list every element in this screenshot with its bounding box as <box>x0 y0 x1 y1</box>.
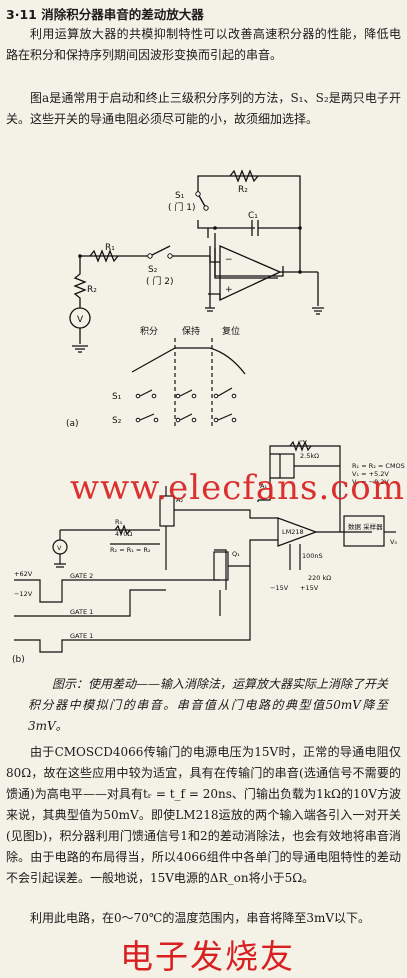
label-c1-value: 100nS <box>302 552 323 560</box>
label-220k: 220 kΩ <box>308 574 331 582</box>
top-feedback-wire <box>269 445 341 524</box>
section-heading: 3·11 消除积分器串音的差动放大器 <box>6 7 204 22</box>
figure-b: R₂ 2.5kΩ A₁ A₂ R₃ 470Ω R₂ = R₁ = R₂ LM21… <box>0 440 407 665</box>
integrator-output-waveform <box>131 347 246 375</box>
r3-resistor <box>114 524 131 536</box>
gate1-waveform <box>14 566 251 653</box>
supply-note-1: R₁ = R₂ = CMOS <box>352 462 405 470</box>
label-s2: S₂ <box>148 265 158 275</box>
figure-a: S₁ ( 门 1) R₂ C₁ R₁ S₂ ( 门 2) R₂ V − + 积分… <box>0 158 407 438</box>
label-r2-feedback: R₂ <box>238 185 248 195</box>
label-r3-value: 470Ω <box>115 530 132 538</box>
phase-label-reset: 复位 <box>222 325 240 337</box>
label-minus-voltage: −12V <box>14 590 33 598</box>
figure-caption: 图示：使用差动——输入消除法，运算放大器实际上消除了开关积分器中模拟门的串音。串… <box>28 677 389 733</box>
label-q1: Q₁ <box>232 550 240 558</box>
r1-resistor <box>89 249 119 263</box>
supply-note-2: V₁ = +5.2V <box>352 470 389 478</box>
label-r-equality: R₂ = R₁ = R₂ <box>110 546 151 554</box>
s2-switch-blade <box>149 245 171 257</box>
intro-paragraph-1: 利用运算放大器的共模抑制特性可以改善高速积分器的性能，降低电路在积分和保持序列期… <box>6 27 401 62</box>
label-source: V <box>77 315 84 325</box>
label-neg15: −15V <box>270 584 289 592</box>
phase-label-integrate: 积分 <box>140 325 158 337</box>
figure-a-panel-label: (a) <box>66 419 79 429</box>
lm218-opamp <box>277 517 318 547</box>
r2-input-resistor <box>73 260 87 308</box>
timing-row-s2: S₂ <box>112 416 122 426</box>
label-a2: A₂ <box>176 496 183 504</box>
label-gate2: GATE 2 <box>70 572 93 580</box>
sampler-label: 数据 采样器 <box>348 522 383 531</box>
label-r2-input: R₂ <box>87 285 97 295</box>
gate2-waveform <box>14 579 130 603</box>
mosfet-a2 <box>159 495 175 527</box>
label-r1: R₁ <box>105 243 115 253</box>
label-vout: V₀ <box>390 538 397 546</box>
figure-b-panel-label: (b) <box>12 655 25 665</box>
r2-feedback-resistor-b <box>289 440 312 452</box>
website-watermark: www.elecfans.com <box>70 468 405 508</box>
intro-paragraph-2: 图a是通常用于启动和终止三级积分序列的方法，S₁、S₂是两只电子开关。这些开关的… <box>6 91 401 126</box>
figure-a-schematic: S₁ ( 门 1) R₂ C₁ R₁ S₂ ( 门 2) R₂ V − + 积分… <box>66 169 324 429</box>
supply-note-3: V₂ = −8.2V <box>352 478 389 486</box>
voltage-source <box>69 307 91 329</box>
label-pos15: +15V <box>300 584 319 592</box>
label-c1: C₁ <box>248 211 258 221</box>
body-paragraph-2: 利用此电路，在0～70℃的温度范围内，串音将降至3mV以下。 <box>30 911 371 925</box>
phase-label-hold: 保持 <box>182 325 200 337</box>
footer-brand-mark: 电子发烧友 <box>120 937 295 976</box>
label-r3: R₃ <box>115 518 123 526</box>
label-lm218: LM218 <box>282 528 304 536</box>
s1-feedback-wire <box>197 175 301 268</box>
opamp-minus-sign: − <box>225 255 233 265</box>
label-gate2: ( 门 2) <box>146 275 173 287</box>
sampler-box <box>343 515 385 547</box>
label-s1: S₁ <box>175 191 185 201</box>
label-gate1-low: GATE 1 <box>70 632 93 640</box>
figure-b-schematic: R₂ 2.5kΩ A₁ A₂ R₃ 470Ω R₂ = R₁ = R₂ LM21… <box>12 440 405 665</box>
label-a1: A₁ <box>260 482 267 490</box>
label-source-b: V <box>57 544 62 552</box>
opamp-plus-sign: + <box>225 285 233 295</box>
label-gate1: GATE 1 <box>70 608 93 616</box>
integrator-opamp <box>219 245 282 302</box>
body-paragraph-1: 由于CMOSCD4066传输门的电源电压为15V时，正常的导通电阻仅80Ω，故在… <box>6 745 401 885</box>
r2-feedback-resistor <box>229 169 259 183</box>
label-gate1: ( 门 1) <box>168 201 195 213</box>
label-r2-b: R₂ <box>300 440 308 444</box>
label-plus-voltage: +62V <box>14 570 33 578</box>
timing-row-s1: S₁ <box>112 392 122 402</box>
label-r2-value-b: 2.5kΩ <box>300 452 319 460</box>
